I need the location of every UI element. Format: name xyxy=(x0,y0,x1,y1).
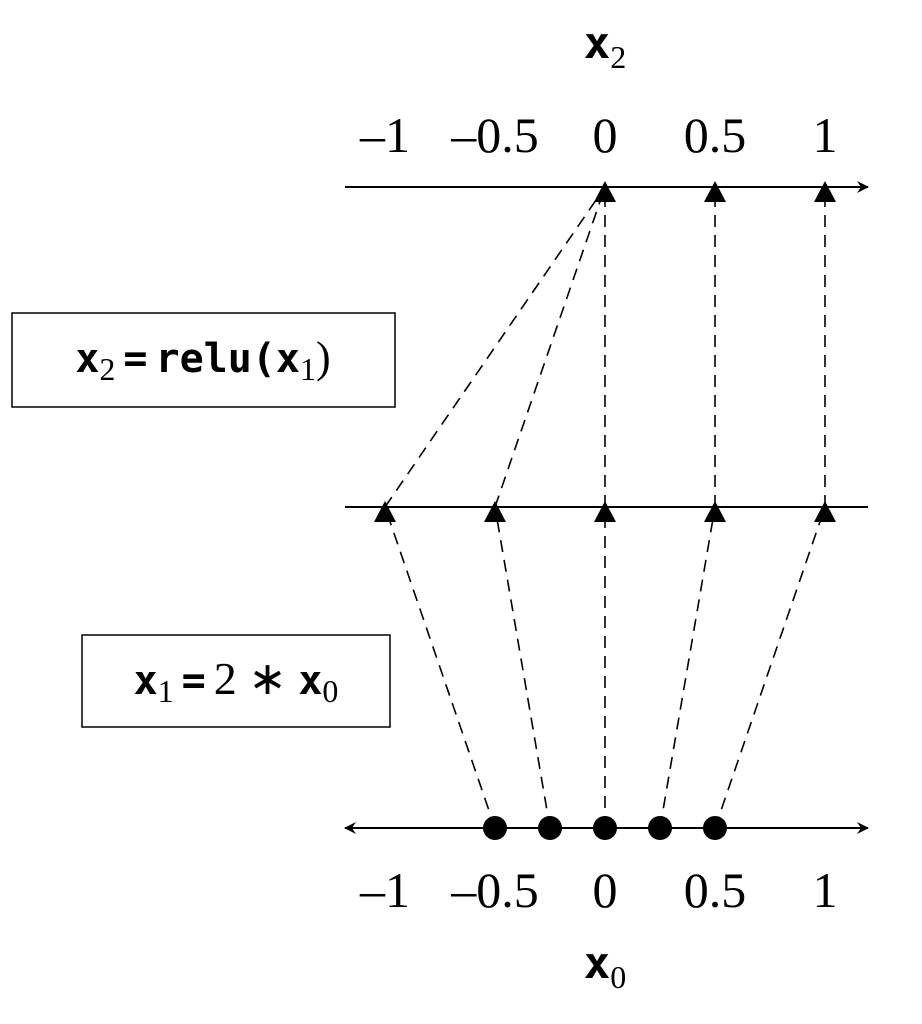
x0-tick-label: 1 xyxy=(813,862,838,918)
x2-tick-label: –1 xyxy=(359,107,410,163)
x0-to-x1-mapping-line xyxy=(714,506,826,829)
x1-point-triangle xyxy=(594,501,616,522)
x0-point xyxy=(648,816,672,840)
x0-point xyxy=(703,816,727,840)
x2-point-triangle xyxy=(594,181,616,202)
relu-equation: x2=relu(x1) xyxy=(75,333,330,387)
x0-axis-label: x0 xyxy=(584,938,627,995)
x0-tick-labels: –1 –0.5 0 0.5 1 xyxy=(359,862,838,918)
x1-point-triangle xyxy=(484,501,506,522)
x0-point xyxy=(483,816,507,840)
point-markers xyxy=(374,181,836,840)
x2-tick-label: –0.5 xyxy=(450,107,539,163)
x2-axis-label: x2 xyxy=(584,18,627,75)
x2-tick-label: 0.5 xyxy=(684,107,747,163)
x0-to-x1-mapping-line xyxy=(384,506,496,829)
relu-equation-box xyxy=(11,312,396,408)
x1-to-x2-mapping-line xyxy=(384,186,606,508)
x0-to-x1-mapping-line xyxy=(494,506,551,829)
x2-tick-labels: –1 –0.5 0 0.5 1 xyxy=(359,107,838,163)
double-equation: x1=2 ∗ x0 xyxy=(134,653,339,709)
x1-point-triangle xyxy=(704,501,726,522)
x0-tick-label: 0.5 xyxy=(684,862,747,918)
x1-point-triangle xyxy=(814,501,836,522)
x2-tick-label: 1 xyxy=(813,107,838,163)
x0-tick-label: 0 xyxy=(593,862,618,918)
x0-tick-label: –0.5 xyxy=(450,862,539,918)
x1-to-x2-mapping-line xyxy=(494,186,606,508)
mapping-lines xyxy=(384,186,826,829)
x2-point-triangle xyxy=(704,181,726,202)
x2-point-triangle xyxy=(814,181,836,202)
x0-point xyxy=(538,816,562,840)
x1-point-triangle xyxy=(374,501,396,522)
x0-tick-label: –1 xyxy=(359,862,410,918)
x0-to-x1-mapping-line xyxy=(659,506,716,829)
x2-tick-label: 0 xyxy=(593,107,618,163)
x0-point xyxy=(593,816,617,840)
double-equation-box xyxy=(81,634,391,728)
